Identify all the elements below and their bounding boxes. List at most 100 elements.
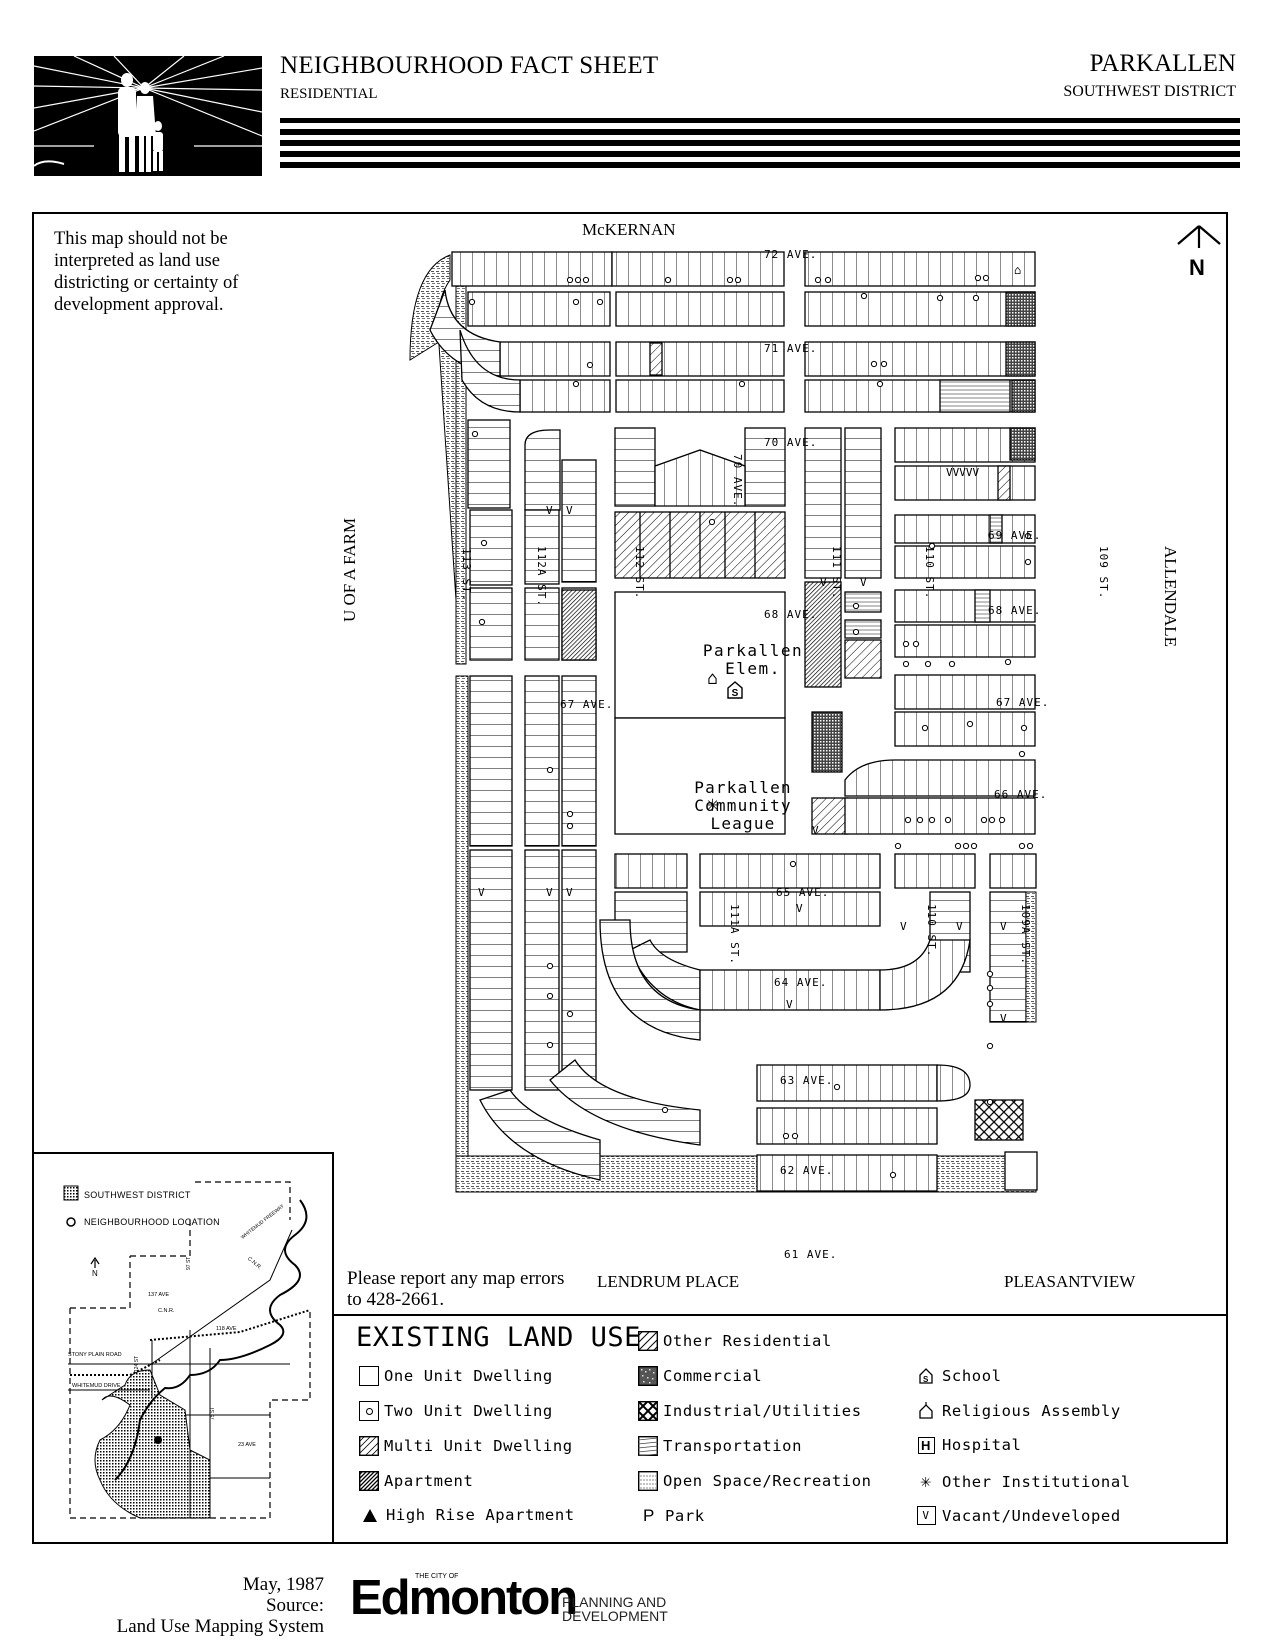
school-icon: S — [727, 681, 743, 699]
svg-text:V: V — [478, 886, 485, 899]
league-label-line3: League — [710, 814, 776, 833]
street-71-ave: 71 AVE. — [764, 342, 818, 355]
street-112a-st: 112A ST. — [535, 546, 548, 607]
svg-text:V: V — [566, 504, 573, 517]
svg-text:V: V — [546, 504, 553, 517]
label-mckernan: McKERNAN — [582, 220, 676, 239]
swatch-open-space-icon — [638, 1471, 658, 1491]
street-109a-st: 109A ST. — [1019, 904, 1032, 965]
legend-high-rise: High Rise Apartment — [359, 1506, 575, 1524]
legend-open-space: Open Space/Recreation — [638, 1471, 872, 1491]
street-111-st: 111 ST. — [830, 546, 843, 600]
header-logo — [34, 56, 262, 176]
legend-title: EXISTING LAND USE — [356, 1322, 641, 1353]
legend-transportation: Transportation — [638, 1436, 802, 1456]
street-65-ave: 65 AVE. — [776, 886, 830, 899]
street-62-ave: 62 AVE. — [780, 1164, 834, 1177]
street-109-st: 109 ST. — [1097, 546, 1110, 600]
legend-commercial: Commercial — [638, 1366, 762, 1386]
svg-text:V: V — [1000, 920, 1007, 933]
league-label-line2: Community — [694, 796, 792, 815]
park-icon: P — [643, 1506, 655, 1525]
inset-road-118-ave: 118 AVE — [216, 1326, 237, 1332]
high-rise-triangle-icon — [363, 1509, 377, 1522]
league-label-line1: Parkallen — [694, 778, 792, 797]
svg-text:✳: ✳ — [706, 792, 719, 817]
legend-divider — [334, 1314, 1228, 1316]
label-pleasantview: PLEASANTVIEW — [1004, 1272, 1136, 1291]
svg-text:V: V — [900, 920, 907, 933]
label-u-of-a-farm: U OF A FARM — [340, 517, 359, 622]
svg-text:V: V — [786, 998, 793, 1011]
legend-religious: Religious Assembly — [915, 1401, 1121, 1421]
legend-industrial: Industrial/Utilities — [638, 1401, 862, 1421]
inset-map: N — [63, 1181, 311, 1519]
street-70-ave: 70 AVE. — [764, 436, 818, 449]
svg-text:S: S — [923, 1375, 929, 1384]
hospital-icon: H — [915, 1436, 937, 1454]
map-disclaimer: This map should not be interpreted as la… — [54, 229, 239, 315]
street-113-st: 113 ST. — [460, 548, 473, 602]
footer-date-source: May, 1987 Source: Land Use Mapping Syste… — [117, 1574, 324, 1637]
district-name: SOUTHWEST DISTRICT — [1063, 83, 1236, 100]
neighbourhood-name: PARKALLEN — [1089, 50, 1236, 77]
svg-text:⌂: ⌂ — [1014, 263, 1021, 277]
department-name: PLANNING AND DEVELOPMENT — [562, 1595, 668, 1623]
street-63-ave: 63 AVE. — [780, 1074, 834, 1087]
swatch-multi-unit-icon — [359, 1436, 379, 1456]
label-lendrum-place: LENDRUM PLACE — [597, 1272, 740, 1291]
swatch-industrial-icon — [638, 1401, 658, 1421]
street-68-ave-west: 68 AVE. — [764, 608, 818, 621]
street-111a-st: 111A ST. — [728, 904, 741, 965]
north-label: N — [1189, 255, 1205, 280]
svg-text:VVVVV: VVVVV — [946, 466, 979, 479]
inset-legend-location: NEIGHBOURHOOD LOCATION — [84, 1217, 220, 1227]
svg-text:V: V — [1000, 1012, 1007, 1025]
swatch-one-unit-icon — [359, 1366, 379, 1386]
inset-road-whitemud-drive: WHITEMUD DRIVE — [72, 1383, 121, 1389]
svg-text:V: V — [956, 920, 963, 933]
street-64-ave: 64 AVE. — [774, 976, 828, 989]
inset-road-97-st: 97 ST — [186, 1256, 192, 1270]
street-68-ave-east: 68 AVE. — [988, 604, 1042, 617]
inset-road-124-st: 124 ST — [134, 1355, 140, 1372]
svg-text:V: V — [860, 576, 867, 589]
footer-date: May, 1987 — [242, 1574, 324, 1595]
sheet-subtitle: RESIDENTIAL — [280, 86, 378, 102]
inset-road-137-ave: 137 AVE — [148, 1292, 169, 1298]
street-110-st-south: 110 ST. — [925, 904, 938, 958]
legend-one-unit: One Unit Dwelling — [359, 1366, 553, 1386]
inset-road-23-ave: 23 AVE — [238, 1442, 256, 1448]
label-allendale: ALLENDALE — [1161, 546, 1180, 648]
inset-legend-district: SOUTHWEST DISTRICT — [84, 1190, 191, 1200]
sheet-title: NEIGHBOURHOOD FACT SHEET — [280, 52, 659, 79]
street-69-ave: 69 AVE. — [988, 529, 1042, 542]
swatch-apartment-icon — [359, 1471, 379, 1491]
street-67-ave-east: 67 AVE. — [996, 696, 1050, 709]
street-72-ave: 72 AVE. — [764, 248, 818, 261]
svg-text:N: N — [92, 1269, 98, 1278]
vacant-icon: V — [915, 1506, 937, 1525]
svg-text:S: S — [732, 688, 739, 699]
svg-text:V: V — [546, 886, 553, 899]
edmonton-logo: Edmonton — [350, 1571, 578, 1625]
school-label: Parkallen Elem. — [702, 641, 804, 678]
legend-other-institutional: ✳Other Institutional — [915, 1471, 1131, 1492]
inset-road-cnr-mid: C.N.R. — [158, 1308, 175, 1314]
swatch-transportation-icon — [638, 1436, 658, 1456]
inset-road-75-st: 75 ST — [210, 1406, 216, 1420]
svg-text:V: V — [796, 902, 803, 915]
department-line1: PLANNING AND — [562, 1594, 667, 1610]
inset-map-frame — [32, 1152, 334, 1544]
legend-multi-unit: Multi Unit Dwelling — [359, 1436, 573, 1456]
legend-two-unit: Two Unit Dwelling — [359, 1401, 553, 1421]
footer-source-label: Source: — [265, 1595, 324, 1616]
street-112-st: 112 ST. — [633, 546, 646, 600]
street-61-ave: 61 AVE. — [784, 1248, 838, 1261]
svg-text:⌂: ⌂ — [707, 668, 718, 689]
street-70-ave-inner: 70 AVE. — [731, 454, 744, 508]
footer-source: Land Use Mapping System — [116, 1616, 324, 1637]
swatch-other-residential-icon — [638, 1331, 658, 1351]
